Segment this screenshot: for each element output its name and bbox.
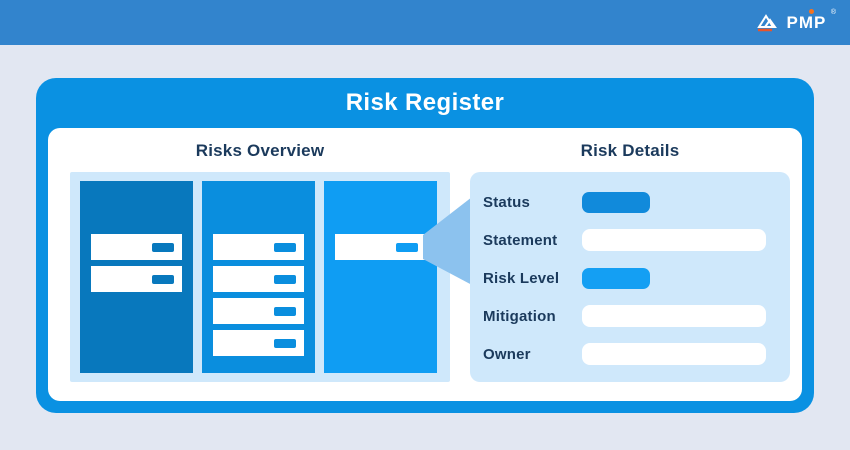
risk-card[interactable] (213, 298, 304, 324)
risk-tag-chip (274, 306, 296, 316)
risk-tag-chip (274, 274, 296, 284)
logo-registered-mark: ® (830, 8, 836, 16)
logo-mountain-icon (756, 13, 777, 31)
risk-card[interactable] (335, 234, 426, 260)
risk-details-title: Risk Details (580, 141, 680, 160)
risk-tag-chip (152, 274, 174, 284)
risk-card[interactable] (213, 266, 304, 292)
owner-input[interactable] (582, 343, 766, 365)
page-title: Risk Register (345, 89, 505, 116)
owner-label: Owner (483, 345, 531, 363)
field-row-status: Status (483, 191, 790, 213)
logo-text-wrap: PMP ® (786, 8, 836, 33)
risks-overview-board (70, 172, 450, 382)
risk-card[interactable] (213, 234, 304, 260)
pmp-logo[interactable]: PMP ® (756, 8, 836, 33)
selection-callout-wedge (423, 197, 472, 285)
risks-overview-title: Risks Overview (195, 141, 325, 160)
top-bar: PMP ® (0, 0, 850, 45)
risk-tag-chip (152, 242, 174, 252)
risk-tag-chip (274, 338, 296, 348)
mitigation-label: Mitigation (483, 307, 556, 325)
status-value-pill[interactable] (582, 191, 650, 213)
risk-level-value-pill[interactable] (582, 267, 650, 289)
risk-card[interactable] (91, 234, 182, 260)
risk-column-2 (202, 181, 315, 373)
risk-tag-chip (396, 242, 418, 252)
statement-label: Statement (483, 231, 558, 249)
risk-card[interactable] (91, 266, 182, 292)
risk-level-label: Risk Level (483, 269, 560, 287)
field-row-mitigation: Mitigation (483, 305, 790, 327)
risk-column-3 (324, 181, 437, 373)
risk-register-card: Risk Register Risks Overview Risk Detail… (36, 78, 814, 413)
risk-column-1 (80, 181, 193, 373)
mitigation-input[interactable] (582, 305, 766, 327)
risk-tag-chip (274, 242, 296, 252)
field-row-risk-level: Risk Level (483, 267, 790, 289)
field-row-statement: Statement (483, 229, 790, 251)
risk-card[interactable] (213, 330, 304, 356)
logo-dot (809, 8, 815, 14)
status-label: Status (483, 193, 531, 211)
statement-input[interactable] (582, 229, 766, 251)
logo-text: PMP (786, 12, 827, 32)
field-row-owner: Owner (483, 343, 790, 365)
